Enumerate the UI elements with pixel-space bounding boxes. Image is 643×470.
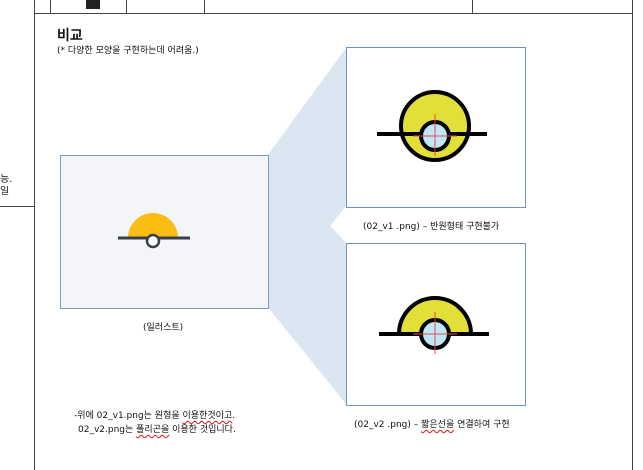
note-line-1-text: -위에 02_v1.png는 원형을 [74, 411, 183, 421]
v2-preview-box [346, 243, 526, 406]
v1-caption-file: (02_v1 .png) [363, 222, 420, 232]
v2-caption-rest: 연결하여 구현 [454, 420, 510, 430]
note-line-2: 02_v2.png는 폴리곤을 이용한 것입니다. [78, 422, 236, 435]
note-line-1-underlined: 이용한것이고 [182, 411, 233, 421]
v2-caption-underlined: 짧은선을 [421, 420, 455, 430]
strip-cell [34, 0, 51, 13]
v2-caption: (02_v2 .png) – 짧은선을 연결하여 구현 [354, 417, 510, 430]
note-line-1-end: . [232, 411, 236, 421]
previous-page-strip [34, 0, 632, 14]
page-left-edge [34, 0, 35, 470]
center-ring [145, 233, 161, 249]
strip-cell [34, 0, 205, 13]
v2-icon [379, 296, 489, 354]
illustrator-caption: (일러스트) [143, 323, 184, 333]
note-line-2-text: 02_v2.png는 [78, 425, 137, 435]
strip-cell [34, 0, 473, 13]
v2-caption-file: (02_v2 .png) [354, 420, 411, 430]
note-line-1: -위에 02_v1.png는 원형을 이용한것이고. [74, 408, 235, 421]
left-text-fragment: 일 [0, 186, 10, 197]
left-text-fragment: 능. [0, 174, 13, 185]
half-circle-shape [128, 213, 178, 238]
v2-caption-sep: – [410, 420, 422, 430]
projection-wedge-bottom [267, 156, 346, 404]
illustrator-icon [118, 213, 190, 249]
left-divider [0, 206, 35, 207]
strip-thumbnail [86, 0, 100, 9]
v1-preview-box [346, 47, 526, 208]
note-line-2-end: 이용한 것입니다. [169, 425, 236, 435]
illustrator-preview-box [60, 155, 269, 309]
page-subtitle: (* 다양한 모양을 구현하는데 어려움.) [57, 46, 199, 56]
v1-caption: (02_v1 .png) – 반원형태 구현불가 [363, 219, 499, 232]
v1-caption-desc: – 반원형태 구현불가 [419, 222, 500, 232]
v1-icon [377, 90, 487, 162]
note-line-2-underlined: 폴리곤을 [136, 425, 170, 435]
strip-cell [34, 0, 127, 13]
page-right-edge [632, 0, 633, 470]
page-title: 비교 [57, 28, 83, 44]
